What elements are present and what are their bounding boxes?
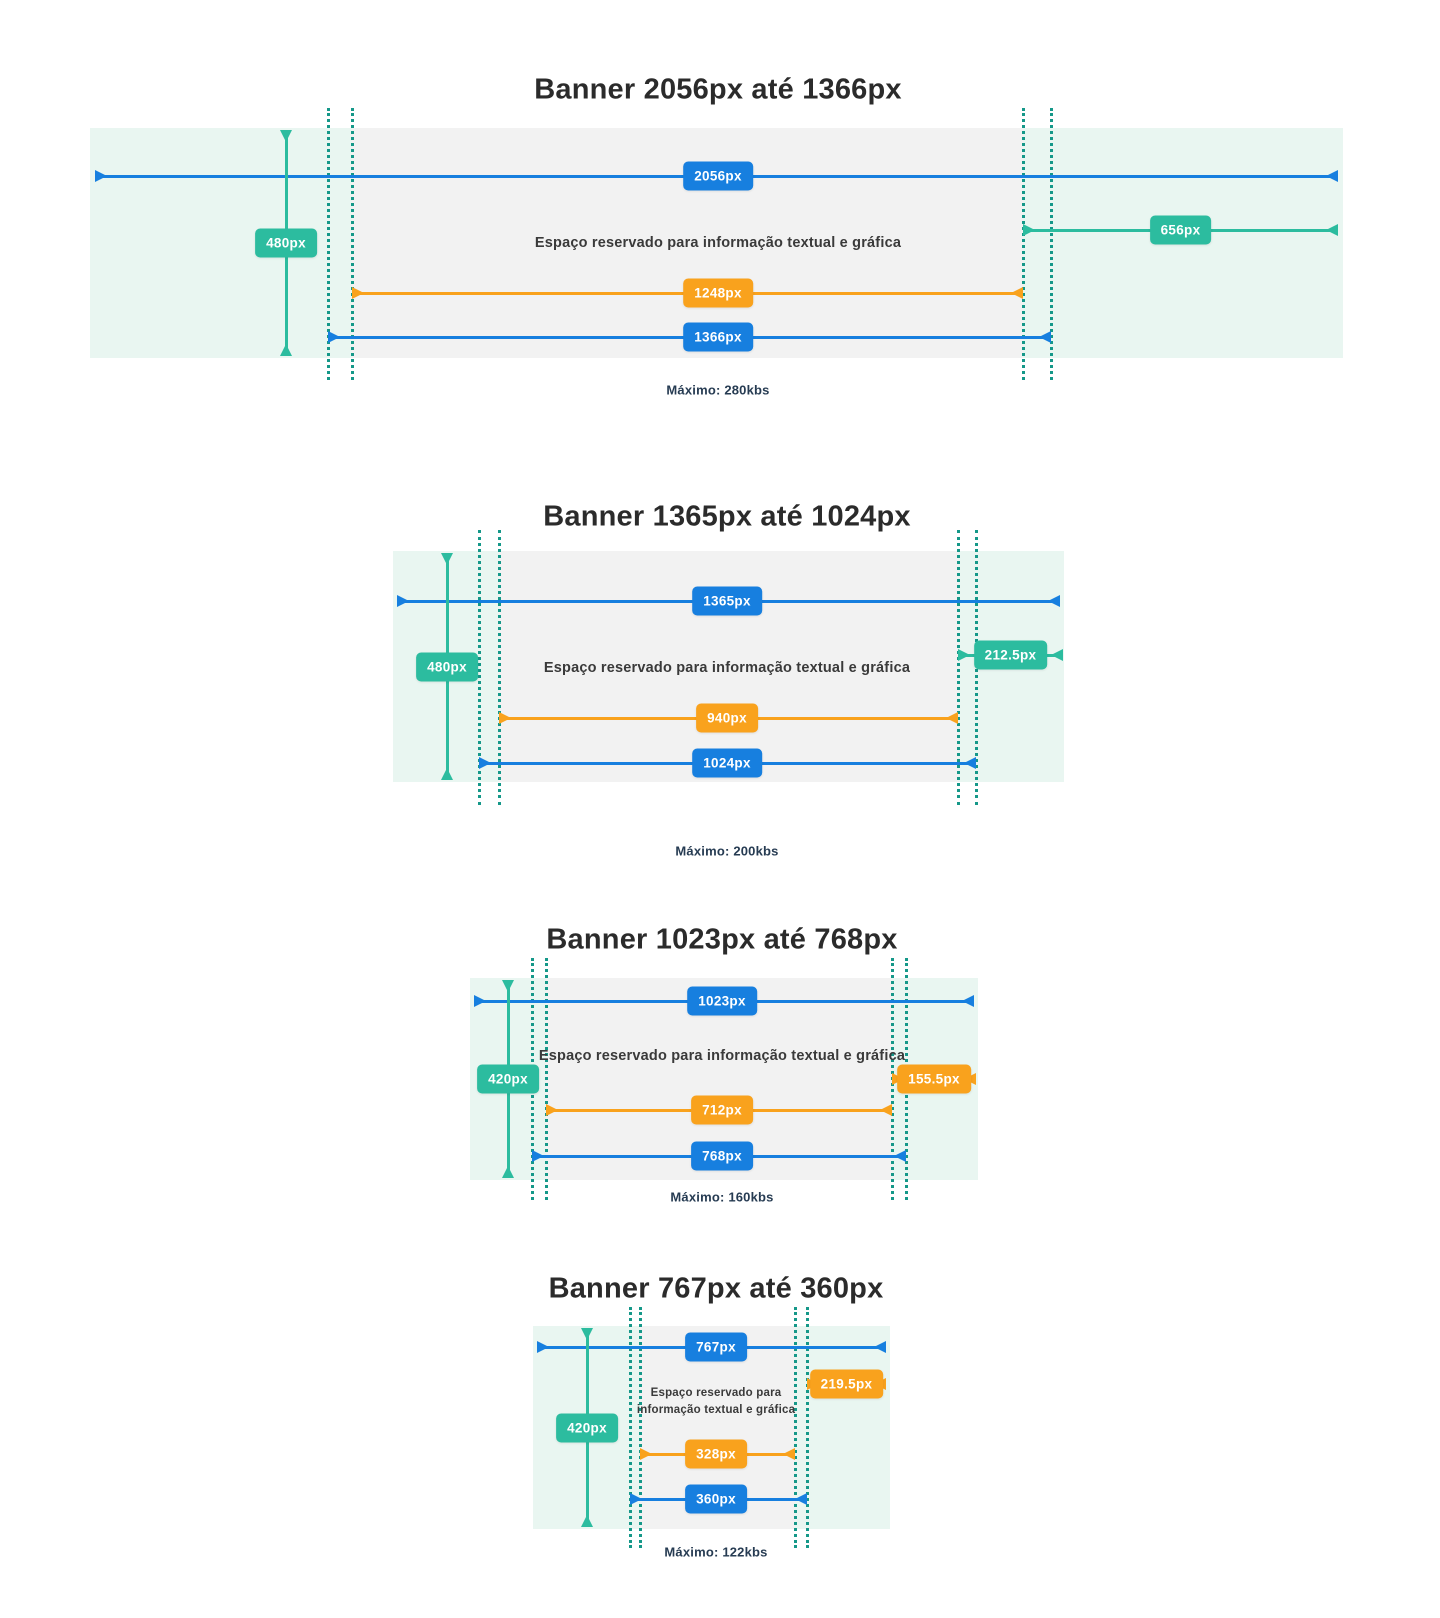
reserved-space-label: Espaço reservado para informação textual … <box>637 1385 795 1420</box>
section-title: Banner 1365px até 1024px <box>543 500 911 533</box>
content-width-badge: 1248px <box>683 278 753 308</box>
side-margin-badge: 155.5px <box>897 1064 971 1094</box>
banner-width-badge: 768px <box>691 1141 753 1171</box>
banner-height-badge: 480px <box>416 652 478 681</box>
section-title: Banner 2056px até 1366px <box>534 73 902 106</box>
banner-width-badge: 1024px <box>692 748 762 778</box>
reserved-space-label-line: Espaço reservado para <box>650 1386 782 1399</box>
max-filesize-label: Máximo: 280kbs <box>666 382 770 398</box>
max-filesize-label: Máximo: 122kbs <box>664 1544 768 1560</box>
banner-height-badge: 480px <box>255 228 317 258</box>
guide-line <box>498 530 501 805</box>
section-title: Banner 1023px até 768px <box>546 923 898 956</box>
reserved-space-label-line: informação textual e gráfica <box>636 1404 796 1416</box>
banner-height-badge: 420px <box>477 1064 539 1094</box>
guide-line <box>327 108 330 380</box>
guide-line <box>794 1307 797 1548</box>
full-width-badge: 1365px <box>692 586 762 616</box>
guide-line <box>478 530 481 805</box>
reserved-space-label-line: Espaço reservado para informação textual… <box>543 660 911 676</box>
reserved-space-label: Espaço reservado para informação textual… <box>539 1048 905 1064</box>
guide-line <box>351 108 354 380</box>
side-margin-badge: 212.5px <box>973 640 1048 670</box>
content-width-badge: 328px <box>685 1439 747 1469</box>
banner-width-badge: 360px <box>685 1484 747 1514</box>
banner-height-badge: 420px <box>556 1413 618 1442</box>
max-filesize-label: Máximo: 160kbs <box>670 1189 774 1205</box>
guide-line <box>545 958 548 1200</box>
guide-line <box>806 1307 809 1548</box>
guide-line <box>1022 108 1025 380</box>
section-title: Banner 767px até 360px <box>548 1272 884 1305</box>
reserved-space-label: Espaço reservado para informação textual… <box>535 235 901 251</box>
content-width-badge: 712px <box>691 1095 753 1125</box>
guide-line <box>957 530 960 805</box>
content-width-badge: 940px <box>696 703 758 733</box>
reserved-space-label: Espaço reservado para informação textual… <box>544 660 910 676</box>
full-width-badge: 2056px <box>683 161 753 191</box>
side-margin-badge: 656px <box>1149 215 1212 245</box>
full-width-badge: 1023px <box>687 986 757 1016</box>
full-width-badge: 767px <box>685 1332 747 1362</box>
reserved-space-label-line: Espaço reservado para informação textual… <box>538 1048 906 1064</box>
max-filesize-label: Máximo: 200kbs <box>675 843 779 859</box>
guide-line <box>629 1307 632 1548</box>
guide-line <box>1050 108 1053 380</box>
banner-width-badge: 1366px <box>683 322 753 352</box>
guide-line <box>639 1307 642 1548</box>
reserved-space-label-line: Espaço reservado para informação textual… <box>534 235 902 251</box>
side-margin-badge: 219.5px <box>809 1369 884 1399</box>
